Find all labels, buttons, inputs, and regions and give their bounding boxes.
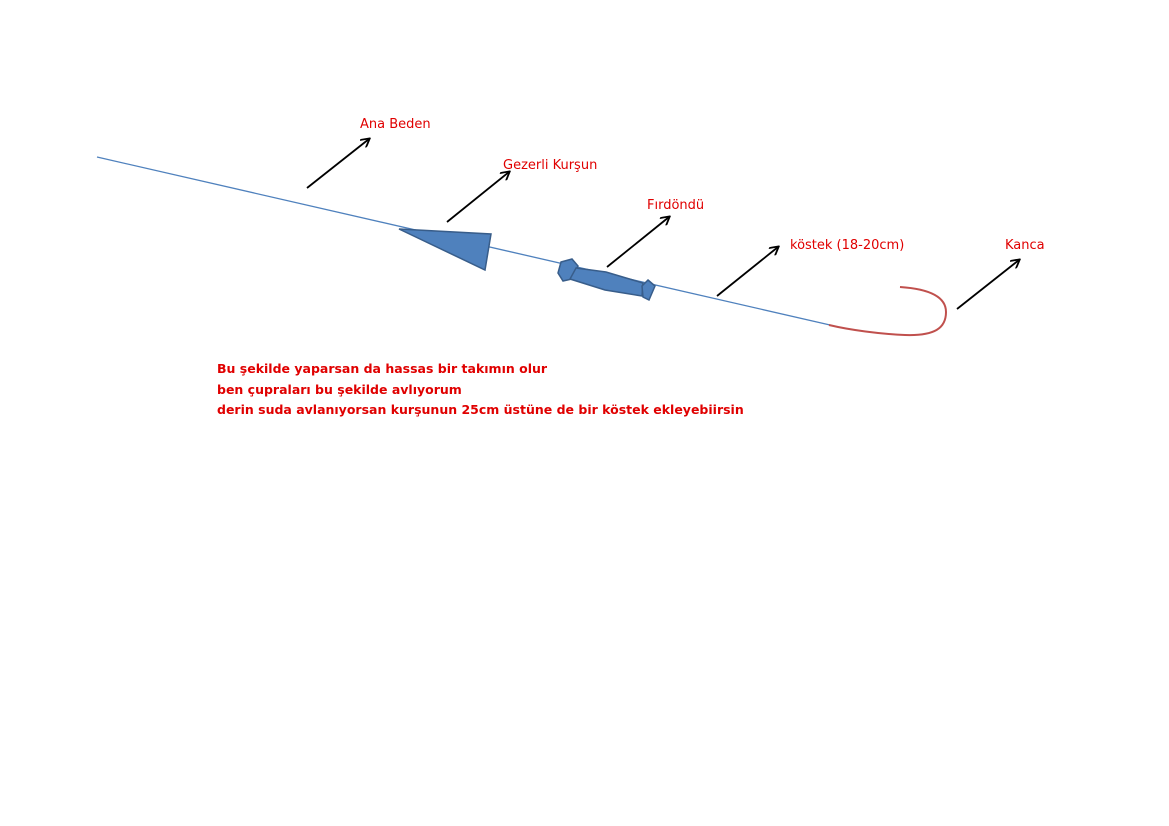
- leader-pointer-arrow: [716, 247, 778, 297]
- main-line-label: Ana Beden: [360, 117, 431, 132]
- sliding-sinker-shape: [398, 228, 492, 272]
- hook-pointer-arrow: [956, 260, 1019, 310]
- leader-label: köstek (18-20cm): [790, 238, 905, 253]
- sliding-sinker-pointer-arrow: [446, 172, 509, 223]
- swivel-shape: [557, 258, 656, 302]
- note-line: derin suda avlanıyorsan kurşunun 25cm üs…: [217, 402, 744, 417]
- hook-shape: [828, 286, 948, 337]
- swivel-pointer-arrow: [606, 217, 669, 268]
- swivel-label: Fırdöndü: [647, 198, 705, 213]
- instruction-note: Bu şekilde yaparsan da hassas bir takımı…: [217, 359, 744, 421]
- main-line-pointer-arrow: [306, 139, 369, 189]
- hook-label: Kanca: [1005, 238, 1045, 253]
- sliding-sinker-label: Gezerli Kurşun: [503, 158, 598, 173]
- note-line: Bu şekilde yaparsan da hassas bir takımı…: [217, 361, 548, 376]
- note-line: ben çupraları bu şekilde avlıyorum: [217, 381, 462, 397]
